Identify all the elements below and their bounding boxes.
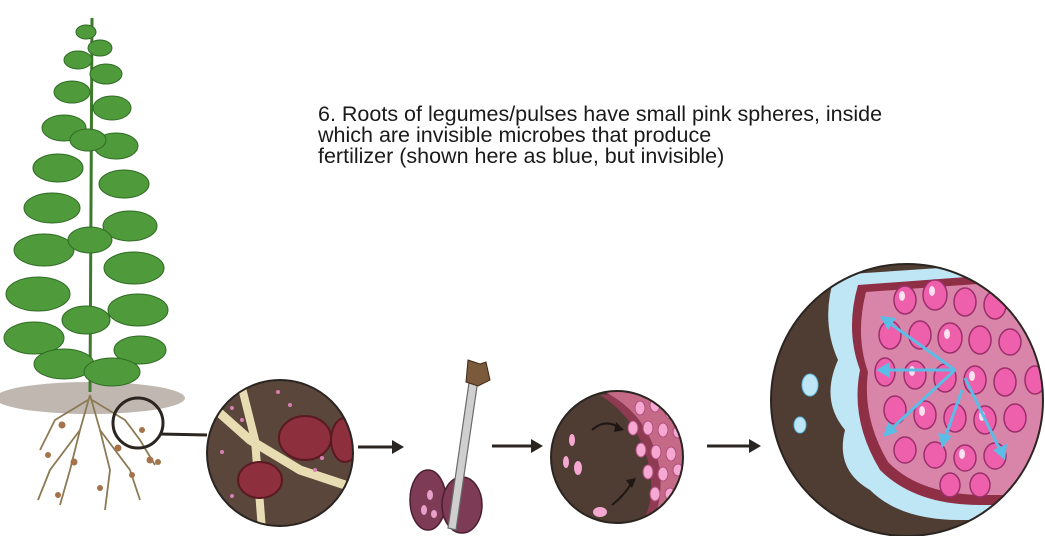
legume-plant <box>0 18 185 414</box>
nodule-large <box>279 416 331 460</box>
zoom-roots-circle <box>205 380 360 530</box>
arrow-2 <box>492 439 543 453</box>
zoom-nodule-interior <box>551 390 700 525</box>
nodule-medium <box>238 462 282 498</box>
arrow-3 <box>707 439 761 453</box>
nodule-edge <box>331 418 359 462</box>
knife-handle <box>466 360 490 386</box>
zoom-microbes-circle <box>771 260 1045 536</box>
arrow-1 <box>358 440 404 454</box>
magnifier-connector <box>160 434 207 435</box>
plant-leaves <box>4 25 168 386</box>
knife-cutting-nodule <box>410 360 490 533</box>
nodule-half-left <box>410 470 446 530</box>
